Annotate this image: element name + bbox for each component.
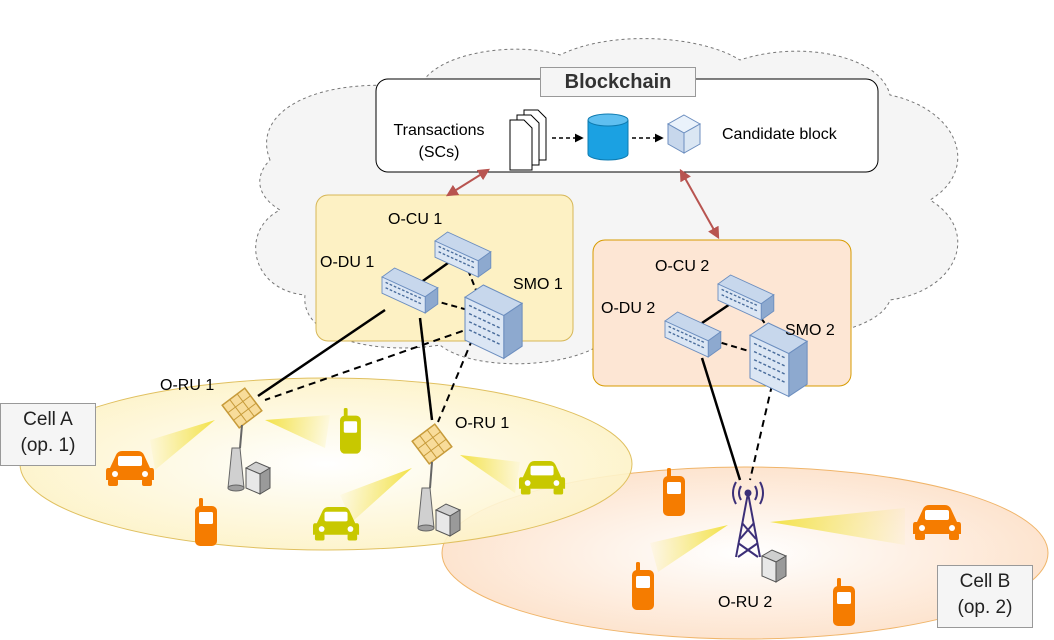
transactions-label: Transactions (SCs) — [393, 122, 485, 161]
beam-ru2-left — [650, 525, 728, 572]
smo2-ru2-link — [749, 384, 773, 481]
cell-a-label: Cell A (op. 1) — [0, 403, 96, 466]
ru1a-mast — [239, 424, 243, 449]
beam-ru2-right — [770, 508, 905, 545]
o-du-2-label: O-DU 2 — [601, 300, 656, 317]
o-ru-2-tower-icon — [732, 481, 764, 558]
du1-ru1b-link — [418, 317, 434, 421]
smo1-ru1a-link — [264, 326, 475, 401]
beam-ru1a-right — [265, 415, 330, 448]
beam-ru1a-left — [150, 420, 215, 470]
op2-blockchain-link — [679, 168, 720, 240]
o-du-1-label: O-DU 1 — [320, 254, 375, 271]
o-cu-2-label: O-CU 2 — [655, 258, 710, 275]
beam-ru1b-right — [460, 455, 520, 493]
smo-2-label: SMO 2 — [785, 322, 835, 339]
beam-ru1b-left — [340, 468, 412, 522]
ru2-edge-box — [761, 549, 787, 583]
documents-icon — [509, 109, 547, 171]
candidate-block-label: Candidate block — [722, 126, 837, 143]
o-ru-1a-label: O-RU 1 — [160, 377, 215, 394]
op1-blockchain-link — [445, 168, 491, 197]
o-ru-1b-label: O-RU 1 — [455, 415, 510, 432]
blockchain-title: Blockchain — [540, 67, 696, 97]
smo-1-label: SMO 1 — [513, 276, 563, 293]
cell-b-label: Cell B (op. 2) — [937, 565, 1033, 628]
ru1a-edge-box — [245, 461, 271, 495]
op2-du-smo-link — [711, 339, 753, 353]
o-ru-2-label: O-RU 2 — [718, 594, 773, 611]
op1-du-smo-link — [431, 299, 469, 311]
du2-ru2-link — [700, 357, 742, 481]
ru1b-edge-box — [435, 503, 461, 537]
du1-ru1a-link — [257, 308, 386, 398]
database-icon — [587, 113, 629, 161]
ru1b-mast — [429, 461, 433, 489]
o-cu-1-label: O-CU 1 — [388, 211, 443, 228]
cube-icon — [666, 114, 702, 154]
smo1-ru1b-link — [437, 327, 478, 423]
